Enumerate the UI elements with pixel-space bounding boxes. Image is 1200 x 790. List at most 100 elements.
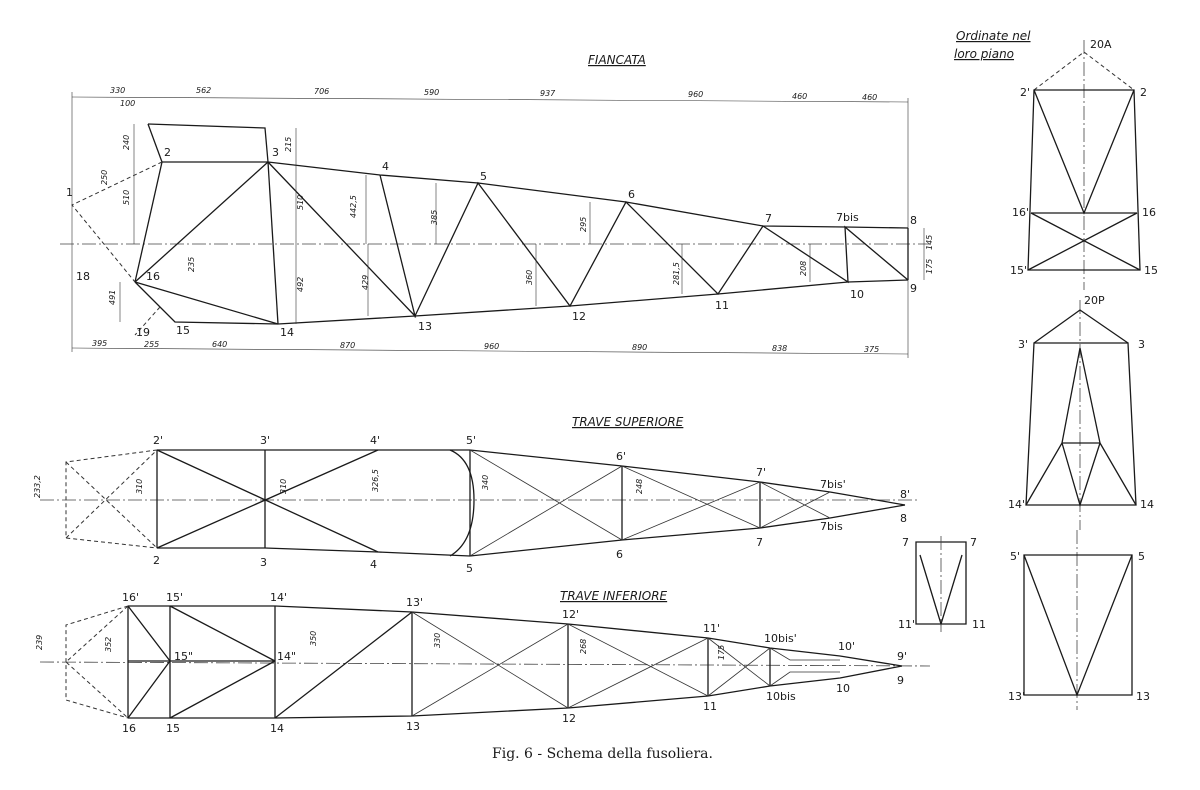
lower-front-diagonal [134, 281, 279, 325]
ti-dims: 239 352 350 330 268 175 [35, 631, 726, 660]
node-5-label: 5 [480, 170, 487, 183]
ti-bottom-label-2: 14 [270, 722, 284, 735]
ts-node-labels: 2' 3' 4' 5' 6' 7' 7bis' 2 3 4 5 6 7 7bis… [153, 434, 910, 575]
frame-a-label-5: 15 [1144, 264, 1158, 277]
top-dim-5: 960 [688, 90, 703, 99]
ti-mid-label-1: 14" [277, 650, 296, 663]
ti-top-label-8: 9' [897, 650, 907, 663]
ts-bottom-label-2: 4 [370, 558, 377, 571]
bottom-dim-4: 960 [484, 342, 499, 351]
node-10-label: 10 [850, 288, 864, 301]
ti-brace-5a [567, 623, 709, 697]
frame-d-label-1: 7 [970, 536, 977, 549]
ts-bottom-label-6: 7bis [820, 520, 843, 533]
frame-b-label-3: 14 [1140, 498, 1154, 511]
vdim-13: 360 [525, 270, 534, 285]
ti-dim-1: 352 [104, 637, 113, 652]
ts-top-label-5: 7' [756, 466, 766, 479]
ts-dim-2: 310 [279, 479, 288, 494]
frame-b-apex-label: 20P [1084, 294, 1105, 307]
ts-nose-dashed [65, 449, 158, 549]
ti-bottom-label-8: 9 [897, 674, 904, 687]
top-dim-0: 330 [110, 86, 125, 95]
node-1-label: 1 [66, 186, 73, 199]
node-15-label: 15 [176, 324, 190, 337]
ti-bottom-label-5: 11 [703, 700, 717, 713]
front-diagonal [134, 161, 269, 283]
ts-top-label-6: 7bis' [820, 478, 846, 491]
ts-top-label-4: 6' [616, 450, 626, 463]
trave-inferiore-view: TRAVE INFERIORE 16' 15' 14' 13' [35, 589, 931, 735]
ti-bottom-label-6: 10bis [766, 690, 796, 703]
ts-brace-c1 [621, 465, 761, 529]
ts-brace-b1 [469, 449, 623, 541]
ti-bottom-label-0: 16 [122, 722, 136, 735]
fiancata-vertical-dims: 100 240 250 510 215 510 235 492 491 442,… [100, 99, 934, 305]
ts-nose-brace-1 [65, 461, 158, 549]
fiancata-title: FIANCATA [588, 53, 646, 67]
vdim-16: 145 [925, 235, 934, 250]
ti-top-label-3: 13' [406, 596, 423, 609]
vertical-dimension-markers [119, 124, 925, 324]
ts-bottom-label-4: 6 [616, 548, 623, 561]
ts-brace-c2 [621, 481, 761, 541]
node-18-label: 18 [76, 270, 90, 283]
vdim-0: 100 [120, 99, 135, 108]
node-9-label: 9 [910, 282, 917, 295]
node-16-label: 16 [146, 270, 160, 283]
bottom-dim-2: 640 [212, 340, 227, 349]
node-6-label: 6 [628, 188, 635, 201]
node-8-label: 8 [910, 214, 917, 227]
node-7-label: 7 [765, 212, 772, 225]
ti-dim-0: 239 [35, 635, 44, 650]
ts-brace-d1 [759, 481, 831, 519]
ti-brace-front [127, 605, 171, 719]
frame-a-apex-label: 20A [1090, 38, 1112, 51]
ts-bottom-label-0: 2 [153, 554, 160, 567]
ti-node-labels: 16' 15' 14' 13' 12' 11' 10bis' 10' 9' 16… [122, 591, 907, 735]
node-2-label: 2 [164, 146, 171, 159]
ti-mid-label-0: 15" [174, 650, 193, 663]
cockpit-front-edge [147, 123, 163, 163]
trave-inferiore-axis [39, 661, 931, 667]
frame-c-label-2: 13' [1008, 690, 1025, 703]
ts-dim-4: 340 [481, 475, 490, 490]
top-dim-4: 937 [540, 89, 556, 98]
ti-top-label-1: 15' [166, 591, 183, 604]
ti-top-label-7: 10' [838, 640, 855, 653]
ts-end-label-0: 8' [900, 488, 910, 501]
trave-superiore-view: TRAVE SUPERIORE 2' 3' 4' 5' 6' [33, 415, 920, 575]
bottom-dim-0: 395 [92, 339, 107, 348]
ts-end-label-1: 8 [900, 512, 907, 525]
frame-d-label-3: 11 [972, 618, 986, 631]
ti-brace-4b [411, 623, 569, 717]
ti-brace-3 [274, 611, 413, 719]
ts-bottom-label-5: 7 [756, 536, 763, 549]
frame-d-outline [915, 541, 967, 625]
top-dim-7: 460 [862, 93, 877, 102]
ts-top-label-0: 2' [153, 434, 163, 447]
node-14-label: 14 [280, 326, 294, 339]
frame-a-label-1: 2 [1140, 86, 1147, 99]
ti-top-label-4: 12' [562, 608, 579, 621]
fiancata-bottom-dims: 395 255 640 870 960 890 838 375 [92, 339, 879, 354]
ti-dim-3: 330 [433, 633, 442, 648]
bottom-dimension-line [71, 347, 909, 355]
ti-bottom-label-7: 10 [836, 682, 850, 695]
frame-a-lower-brace-1 [1030, 212, 1141, 271]
ti-brace-1 [169, 605, 276, 662]
frame-d-label-0: 7 [902, 536, 909, 549]
ti-brace-5b [567, 637, 709, 709]
ts-lower-edge-a [157, 547, 471, 557]
vdim-14: 281,5 [672, 262, 681, 285]
frame-a-label-2: 16' [1012, 206, 1029, 219]
node-19-label: 19 [136, 326, 150, 339]
ts-bottom-label-1: 3 [260, 556, 267, 569]
bottom-dim-7: 375 [864, 345, 879, 354]
station-3-post [267, 161, 279, 325]
ti-top-label-0: 16' [122, 591, 139, 604]
frame-b-w-brace [1025, 441, 1137, 508]
frame-b-label-2: 14' [1008, 498, 1025, 511]
ti-bottom-label-4: 12 [562, 712, 576, 725]
